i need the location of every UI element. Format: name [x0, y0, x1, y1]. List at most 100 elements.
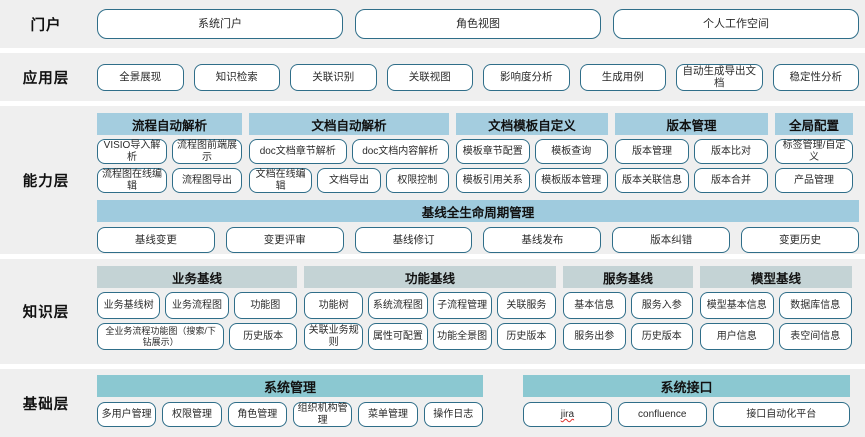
application-item-2[interactable]: 关联识别 [290, 63, 377, 91]
b-item-menu-mgmt[interactable]: 菜单管理 [358, 402, 418, 427]
k-item-function-diagram[interactable]: 功能图 [233, 292, 297, 319]
lifecycle-item-5[interactable]: 变更历史 [741, 227, 859, 253]
application-item-5[interactable]: 生成用例 [579, 63, 666, 91]
k-item-history-version-function[interactable]: 历史版本 [496, 323, 556, 350]
capability-group-version-mgmt: 版本管理 版本管理 版本比对 版本关联信息 版本合并 [615, 113, 768, 193]
k-item-related-service[interactable]: 关联服务 [496, 292, 556, 319]
k-item-configurable-attribute[interactable]: 属性可配置 [368, 323, 428, 350]
lifecycle-item-0[interactable]: 基线变更 [97, 227, 215, 253]
cap-item-version-manage[interactable]: 版本管理 [615, 139, 689, 164]
group-row: 模板引用关系 模板版本管理 [456, 168, 608, 193]
cap-item-template-version-mgmt[interactable]: 模板版本管理 [534, 168, 608, 193]
knowledge-group-model-baseline: 模型基线 模型基本信息 数据库信息 用户信息 表空间信息 [700, 266, 852, 357]
cap-item-flow-online-edit[interactable]: 流程图在线编辑 [97, 168, 167, 193]
cap-item-template-chapter-config[interactable]: 模板章节配置 [456, 139, 530, 164]
application-item-1[interactable]: 知识检索 [193, 63, 280, 91]
capability-group-doc-template: 文档模板自定义 模板章节配置 模板查询 模板引用关系 模板版本管理 [456, 113, 608, 193]
k-item-business-flowchart[interactable]: 业务流程图 [165, 292, 229, 319]
lifecycle-item-2[interactable]: 基线修订 [354, 227, 473, 253]
group-row: 版本关联信息 版本合并 [615, 168, 768, 193]
b-item-confluence[interactable]: confluence [617, 402, 707, 427]
layer-label-application: 应用层 [22, 70, 70, 87]
cap-item-flow-export[interactable]: 流程图导出 [172, 168, 242, 193]
lifecycle-items: 基线变更 变更评审 基线修订 基线发布 版本纠错 变更历史 [97, 227, 859, 253]
portal-items: 系统门户 角色视图 个人工作空间 [92, 9, 865, 39]
cap-item-version-relation-info[interactable]: 版本关联信息 [615, 168, 689, 193]
knowledge-group-function-baseline: 功能基线 功能树 系统流程图 子流程管理 关联服务 关联业务规则 属性可配置 功… [304, 266, 556, 357]
group-row: 多用户管理 权限管理 角色管理 组织机构管理 菜单管理 操作日志 [97, 402, 483, 427]
b-item-org-structure-mgmt[interactable]: 组织机构管理 [292, 402, 353, 427]
portal-item-2[interactable]: 个人工作空间 [613, 9, 859, 39]
cap-item-version-merge[interactable]: 版本合并 [694, 168, 768, 193]
k-item-system-flowchart[interactable]: 系统流程图 [368, 292, 428, 319]
portal-item-1[interactable]: 角色视图 [355, 9, 601, 39]
lifecycle-item-4[interactable]: 版本纠错 [612, 227, 731, 253]
cap-item-doc-export[interactable]: 文档导出 [317, 168, 381, 193]
cap-item-tag-management[interactable]: 标签管理/自定义 [775, 139, 853, 164]
application-item-7[interactable]: 稳定性分析 [772, 63, 859, 91]
b-item-interface-automation-platform[interactable]: 接口自动化平台 [712, 402, 850, 427]
b-item-operation-log[interactable]: 操作日志 [423, 402, 483, 427]
layer-label-portal: 门户 [30, 17, 62, 34]
application-item-0[interactable]: 全景展现 [97, 63, 184, 91]
knowledge-group-business-baseline: 业务基线 业务基线树 业务流程图 功能图 全业务流程功能图（搜索/下钻展示） 历… [97, 266, 297, 357]
k-item-subprocess-mgmt[interactable]: 子流程管理 [432, 292, 492, 319]
group-row: 关联业务规则 属性可配置 功能全景图 历史版本 [304, 323, 556, 350]
k-item-basic-info[interactable]: 基本信息 [563, 292, 626, 319]
capability-group-global-config: 全局配置 标签管理/自定义 产品管理 [775, 113, 853, 193]
group-header-doc-parsing: 文档自动解析 [249, 113, 449, 135]
cap-item-doc-online-edit[interactable]: 文档在线编辑 [249, 168, 313, 193]
layer-row-knowledge: 知识层 业务基线 业务基线树 业务流程图 功能图 全业务流程功能图（搜索/下钻展… [0, 259, 865, 364]
b-item-role-mgmt[interactable]: 角色管理 [227, 402, 287, 427]
cap-item-version-compare[interactable]: 版本比对 [694, 139, 768, 164]
group-header-doc-template: 文档模板自定义 [456, 113, 608, 135]
group-header-version-mgmt: 版本管理 [615, 113, 768, 135]
cap-item-visio-import[interactable]: VISIO导入解析 [97, 139, 167, 164]
application-item-6[interactable]: 自动生成导出文档 [676, 63, 763, 91]
layer-row-foundation: 基础层 系统管理 多用户管理 权限管理 角色管理 组织机构管理 菜单管理 操作日… [0, 369, 865, 437]
cap-item-permission-control[interactable]: 权限控制 [385, 168, 449, 193]
k-item-service-input-param[interactable]: 服务入参 [630, 292, 693, 319]
group-header-system-interface: 系统接口 [523, 375, 850, 397]
k-item-user-info[interactable]: 用户信息 [700, 323, 774, 350]
k-item-history-version-service[interactable]: 历史版本 [630, 323, 693, 350]
cap-item-product-management[interactable]: 产品管理 [775, 168, 853, 193]
cap-item-doc-chapter-parse[interactable]: doc文档章节解析 [249, 139, 347, 164]
group-row: 全业务流程功能图（搜索/下钻展示） 历史版本 [97, 323, 297, 350]
k-item-full-business-flow-function-diagram[interactable]: 全业务流程功能图（搜索/下钻展示） [97, 323, 225, 350]
k-item-function-panorama[interactable]: 功能全景图 [432, 323, 492, 350]
lifecycle-item-1[interactable]: 变更评审 [225, 227, 344, 253]
b-item-multi-user-mgmt[interactable]: 多用户管理 [97, 402, 157, 427]
layer-label-capability: 能力层 [22, 173, 70, 190]
jira-label: jira [560, 408, 575, 420]
group-row: 文档在线编辑 文档导出 权限控制 [249, 168, 449, 193]
b-item-permission-mgmt[interactable]: 权限管理 [162, 402, 222, 427]
k-item-business-baseline-tree[interactable]: 业务基线树 [97, 292, 161, 319]
k-item-model-basic-info[interactable]: 模型基本信息 [700, 292, 774, 319]
k-item-tablespace-info[interactable]: 表空间信息 [778, 323, 852, 350]
k-item-function-tree[interactable]: 功能树 [304, 292, 364, 319]
layer-row-application: 应用层 全景展现 知识检索 关联识别 关联视图 影响度分析 生成用例 自动生成导… [0, 53, 865, 101]
group-row: jira confluence 接口自动化平台 [523, 402, 850, 427]
cap-item-flow-frontend-display[interactable]: 流程图前端展示 [172, 139, 242, 164]
b-item-jira[interactable]: jira [523, 402, 612, 427]
k-item-service-output-param[interactable]: 服务出参 [563, 323, 626, 350]
group-header-model-baseline: 模型基线 [700, 266, 852, 288]
group-header-function-baseline: 功能基线 [304, 266, 556, 288]
foundation-group-system-management: 系统管理 多用户管理 权限管理 角色管理 组织机构管理 菜单管理 操作日志 [97, 375, 483, 431]
layer-row-capability: 能力层 流程自动解析 VISIO导入解析 流程图前端展示 流程图在线编辑 流程图… [0, 106, 865, 254]
k-item-history-version-business[interactable]: 历史版本 [229, 323, 297, 350]
cap-item-template-query[interactable]: 模板查询 [534, 139, 608, 164]
layer-row-portal: 门户 系统门户 角色视图 个人工作空间 [0, 0, 865, 48]
layer-label-knowledge: 知识层 [22, 305, 70, 321]
group-row: 版本管理 版本比对 [615, 139, 768, 164]
portal-item-0[interactable]: 系统门户 [97, 9, 343, 39]
k-item-database-info[interactable]: 数据库信息 [778, 292, 852, 319]
k-item-related-business-rule[interactable]: 关联业务规则 [304, 323, 364, 350]
application-item-4[interactable]: 影响度分析 [483, 63, 570, 91]
cap-item-template-reference[interactable]: 模板引用关系 [456, 168, 530, 193]
cap-item-doc-content-parse[interactable]: doc文档内容解析 [351, 139, 449, 164]
application-item-3[interactable]: 关联视图 [386, 63, 473, 91]
lifecycle-item-3[interactable]: 基线发布 [483, 227, 602, 253]
